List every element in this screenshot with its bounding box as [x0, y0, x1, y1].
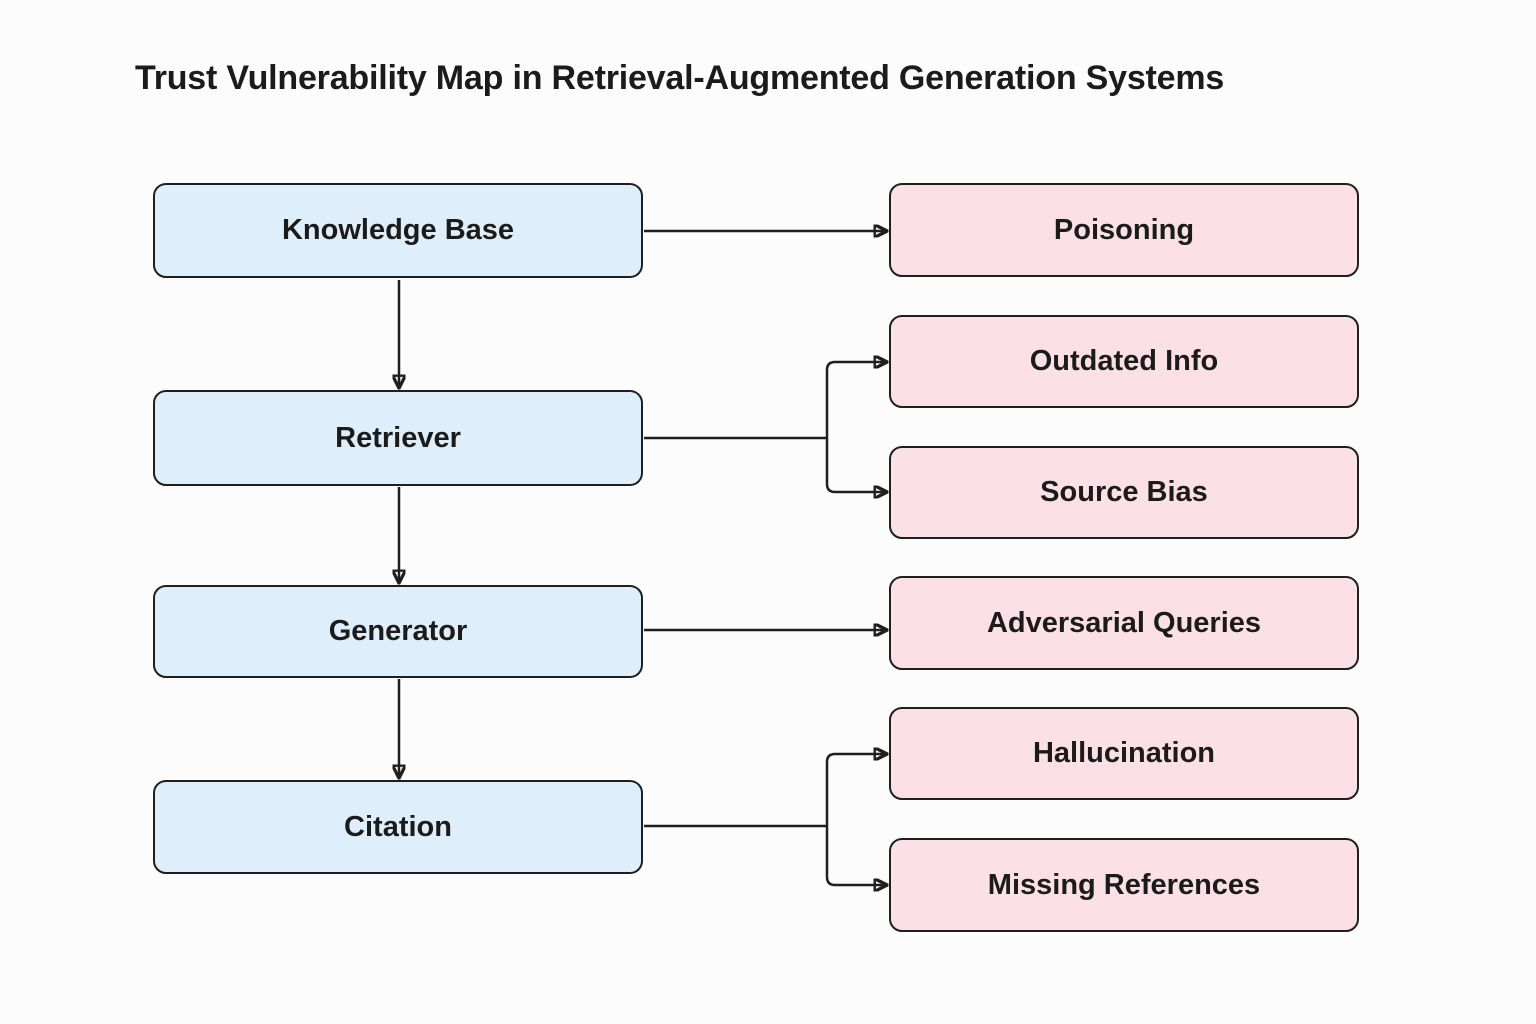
node-label: Citation [344, 810, 452, 843]
node-label: Adversarial Queries [986, 606, 1262, 639]
node-outdated-info: Outdated Info [889, 315, 1359, 408]
node-knowledge-base: Knowledge Base [153, 183, 643, 278]
node-hallucination: Hallucination [889, 707, 1359, 800]
node-label: Generator [328, 615, 468, 647]
edge-retriever-source-bias [825, 438, 886, 492]
diagram-title: Trust Vulnerability Map in Retrieval-Aug… [135, 59, 1225, 97]
node-label: Source Bias [1040, 476, 1208, 508]
edge-retriever-outdated-info [825, 362, 886, 438]
edge-citation-hallucination [825, 754, 886, 826]
node-missing-references: Missing References [889, 838, 1359, 932]
node-source-bias: Source Bias [889, 446, 1359, 539]
node-adversarial-queries: Adversarial Queries [889, 576, 1359, 670]
node-poisoning: Poisoning [889, 183, 1359, 277]
node-label: Outdated Info [1029, 345, 1219, 377]
node-retriever: Retriever [153, 390, 643, 486]
node-label: Poisoning [1053, 213, 1195, 246]
node-label: Knowledge Base [281, 214, 515, 246]
edge-citation-missing-references [825, 826, 886, 885]
node-label: Missing References [987, 868, 1261, 901]
node-citation: Citation [153, 780, 643, 874]
node-label: Retriever [335, 421, 461, 454]
node-label: Hallucination [1032, 737, 1216, 769]
node-generator: Generator [153, 585, 643, 678]
